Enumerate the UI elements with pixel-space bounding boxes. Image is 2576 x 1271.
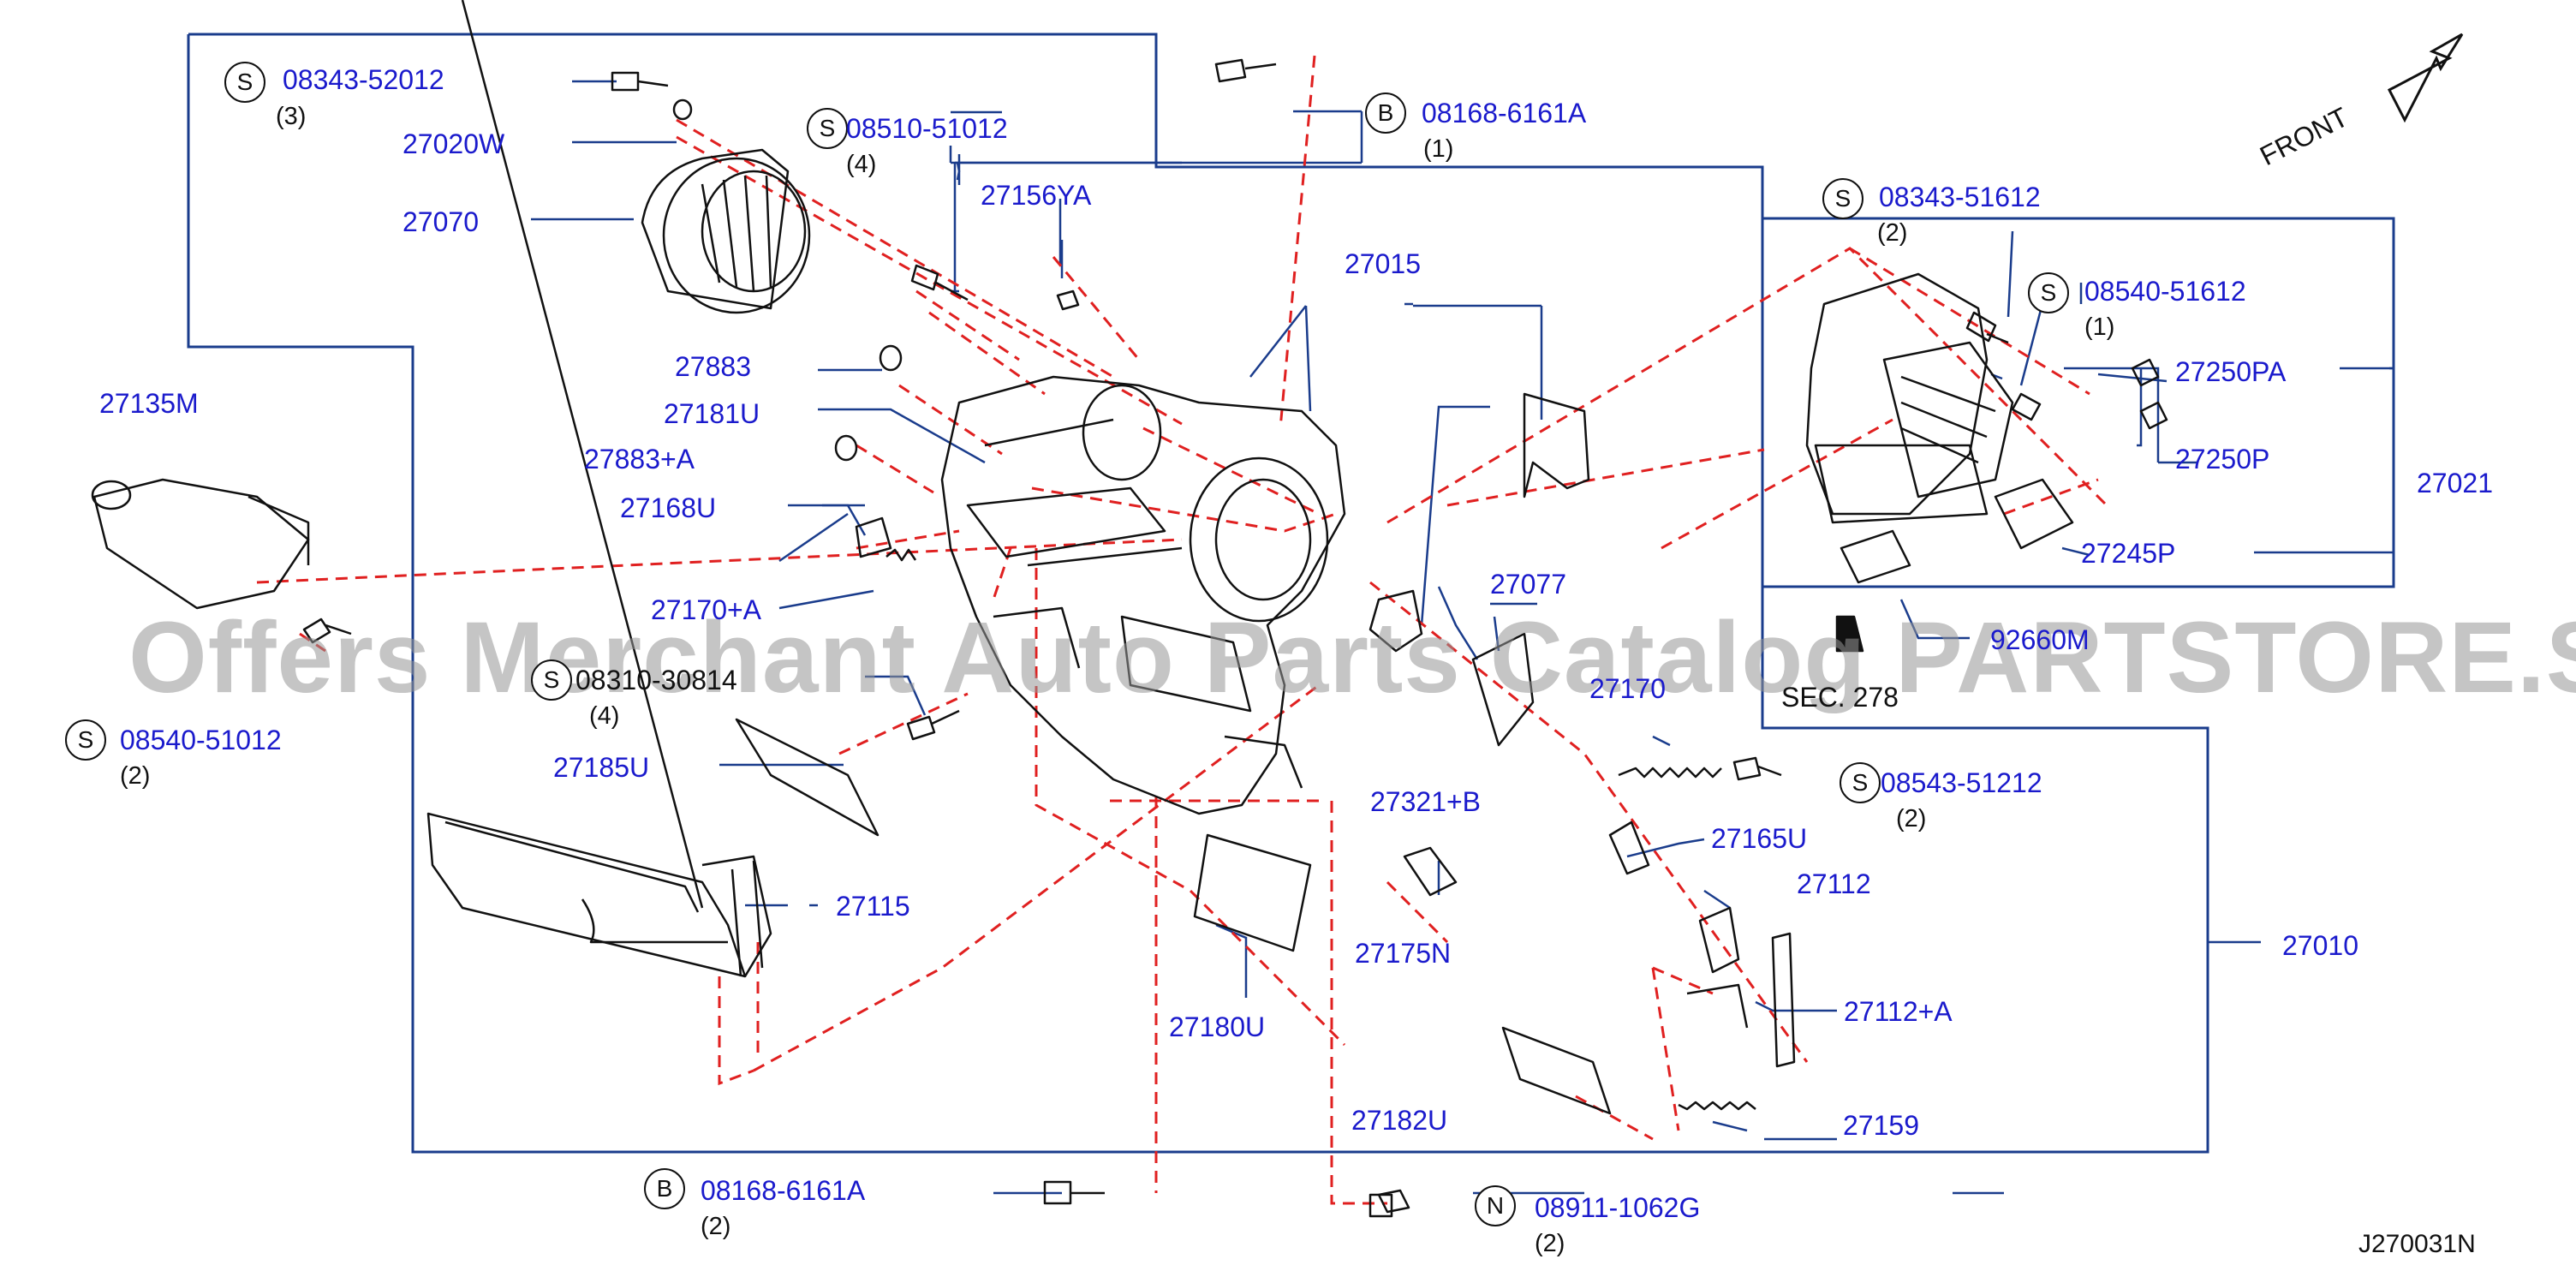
assembly-dashed-lines <box>256 55 2108 1205</box>
n-marker-08911: N <box>1475 1185 1516 1226</box>
callout-27077[interactable]: 27077 <box>1490 569 1566 600</box>
plate-321-art <box>1471 632 1535 747</box>
callout-27015[interactable]: 27015 <box>1345 248 1421 279</box>
spring-art <box>886 548 1756 1111</box>
callout-27883[interactable]: 27883 <box>675 351 751 382</box>
s-marker-08543-51212: S <box>1840 762 1881 803</box>
filter-185-art <box>735 718 880 837</box>
blower-motor-art <box>641 148 811 314</box>
callout-27185U[interactable]: 27185U <box>553 752 650 783</box>
callout-27250P[interactable]: 27250P <box>2175 444 2270 474</box>
watermark-text: Offers Merchant Auto Parts Catalog PARTS… <box>128 601 2576 714</box>
qty-08911: (2) <box>1535 1230 1565 1257</box>
callout-08510-51012[interactable]: 08510-51012 <box>846 113 1008 144</box>
front-arrow-icon <box>2387 33 2464 123</box>
gasket-art <box>672 98 1080 462</box>
callout-27321B[interactable]: 27321+B <box>1370 786 1482 817</box>
nut-art <box>1377 1189 1410 1214</box>
callout-27112[interactable]: 27112 <box>1797 868 1871 899</box>
s-marker-08540-51612: S <box>2028 272 2069 313</box>
lever-art <box>855 516 1796 1068</box>
heater-core-art <box>426 0 772 978</box>
callout-27115[interactable]: 27115 <box>836 891 910 922</box>
callout-08543-51212[interactable]: 08543-51212 <box>1881 767 2042 798</box>
callout-27170[interactable]: 27170 <box>1589 673 1666 704</box>
callout-27021[interactable]: 27021 <box>2417 468 2493 498</box>
s-marker-08343-52012: S <box>224 62 265 103</box>
callout-08168-bot[interactable]: 08168-6161A <box>701 1175 866 1206</box>
callout-27070[interactable]: 27070 <box>402 206 479 237</box>
door-180-art <box>1193 833 1312 952</box>
callout-27182U[interactable]: 27182U <box>1351 1105 1448 1136</box>
callout-27170A[interactable]: 27170+A <box>651 594 762 625</box>
callout-27135M[interactable]: 27135M <box>99 388 199 419</box>
bulb-175-art <box>1403 846 1458 897</box>
part-illustrations <box>91 0 2168 1218</box>
callout-27159[interactable]: 27159 <box>1843 1110 1919 1141</box>
callout-leaders <box>1058 110 1362 266</box>
callout-27175N[interactable]: 27175N <box>1355 938 1452 969</box>
qty-08310: (4) <box>589 702 620 730</box>
callout-92660M[interactable]: 92660M <box>1990 624 2090 655</box>
duct-art <box>91 478 310 610</box>
qty-08343-52012: (3) <box>276 103 307 130</box>
b-marker-08168-top: B <box>1365 92 1406 134</box>
callout-27112A[interactable]: 27112+A <box>1844 996 1953 1027</box>
qty-08168-top: (1) <box>1423 135 1454 163</box>
callout-27181U[interactable]: 27181U <box>664 398 760 429</box>
qty-08343-51612: (2) <box>1877 219 1908 247</box>
sec-label[interactable]: SEC. 278 <box>1781 682 1899 713</box>
qty-08540-51612: (1) <box>2084 313 2115 341</box>
callout-27168U[interactable]: 27168U <box>620 492 717 523</box>
s-marker-08510-51012: S <box>807 108 848 149</box>
s-marker-08540-51012: S <box>65 719 106 761</box>
qty-08540-51012: (2) <box>120 762 151 790</box>
qty-08168-bot: (2) <box>701 1213 731 1240</box>
callout-27180U[interactable]: 27180U <box>1169 1011 1266 1042</box>
callout-08343-51612[interactable]: 08343-51612 <box>1879 182 2041 212</box>
callout-08911[interactable]: 08911-1062G <box>1535 1192 1701 1223</box>
intake-assembly-art <box>1805 272 2168 653</box>
s-marker-08343-51612: S <box>1822 178 1863 219</box>
screw-art <box>302 58 2042 1218</box>
callout-08168-top[interactable]: 08168-6161A <box>1422 98 1587 128</box>
diagram-code: J270031N <box>2358 1230 2476 1258</box>
callout-08310[interactable]: 08310-30814 <box>575 665 737 695</box>
b-marker-08168-bot: B <box>644 1168 685 1209</box>
bracket-015-art <box>1523 392 1590 498</box>
callout-27245P[interactable]: 27245P <box>2081 538 2176 569</box>
callout-08343-52012[interactable]: 08343-52012 <box>283 64 444 95</box>
callout-08540-51612[interactable]: 08540-51612 <box>2084 276 2246 307</box>
qty-08510-51012: (4) <box>846 151 877 178</box>
actuator-077-art <box>1368 589 1423 653</box>
s-marker-08310: S <box>531 659 572 701</box>
callout-27010[interactable]: 27010 <box>2282 930 2358 961</box>
heater-case-art <box>940 375 1346 815</box>
callout-27250PA[interactable]: 27250PA <box>2175 356 2287 387</box>
callout-27883A[interactable]: 27883+A <box>584 444 695 474</box>
callout-08540-51012[interactable]: 08540-51012 <box>120 725 282 755</box>
assembly-frames <box>187 33 2395 1154</box>
callout-27165U[interactable]: 27165U <box>1711 823 1808 854</box>
callout-27020W[interactable]: 27020W <box>402 128 505 159</box>
door-182-art <box>1501 1026 1612 1115</box>
qty-08543-51212: (2) <box>1896 805 1927 832</box>
callout-27156YA[interactable]: 27156YA <box>981 180 1092 211</box>
